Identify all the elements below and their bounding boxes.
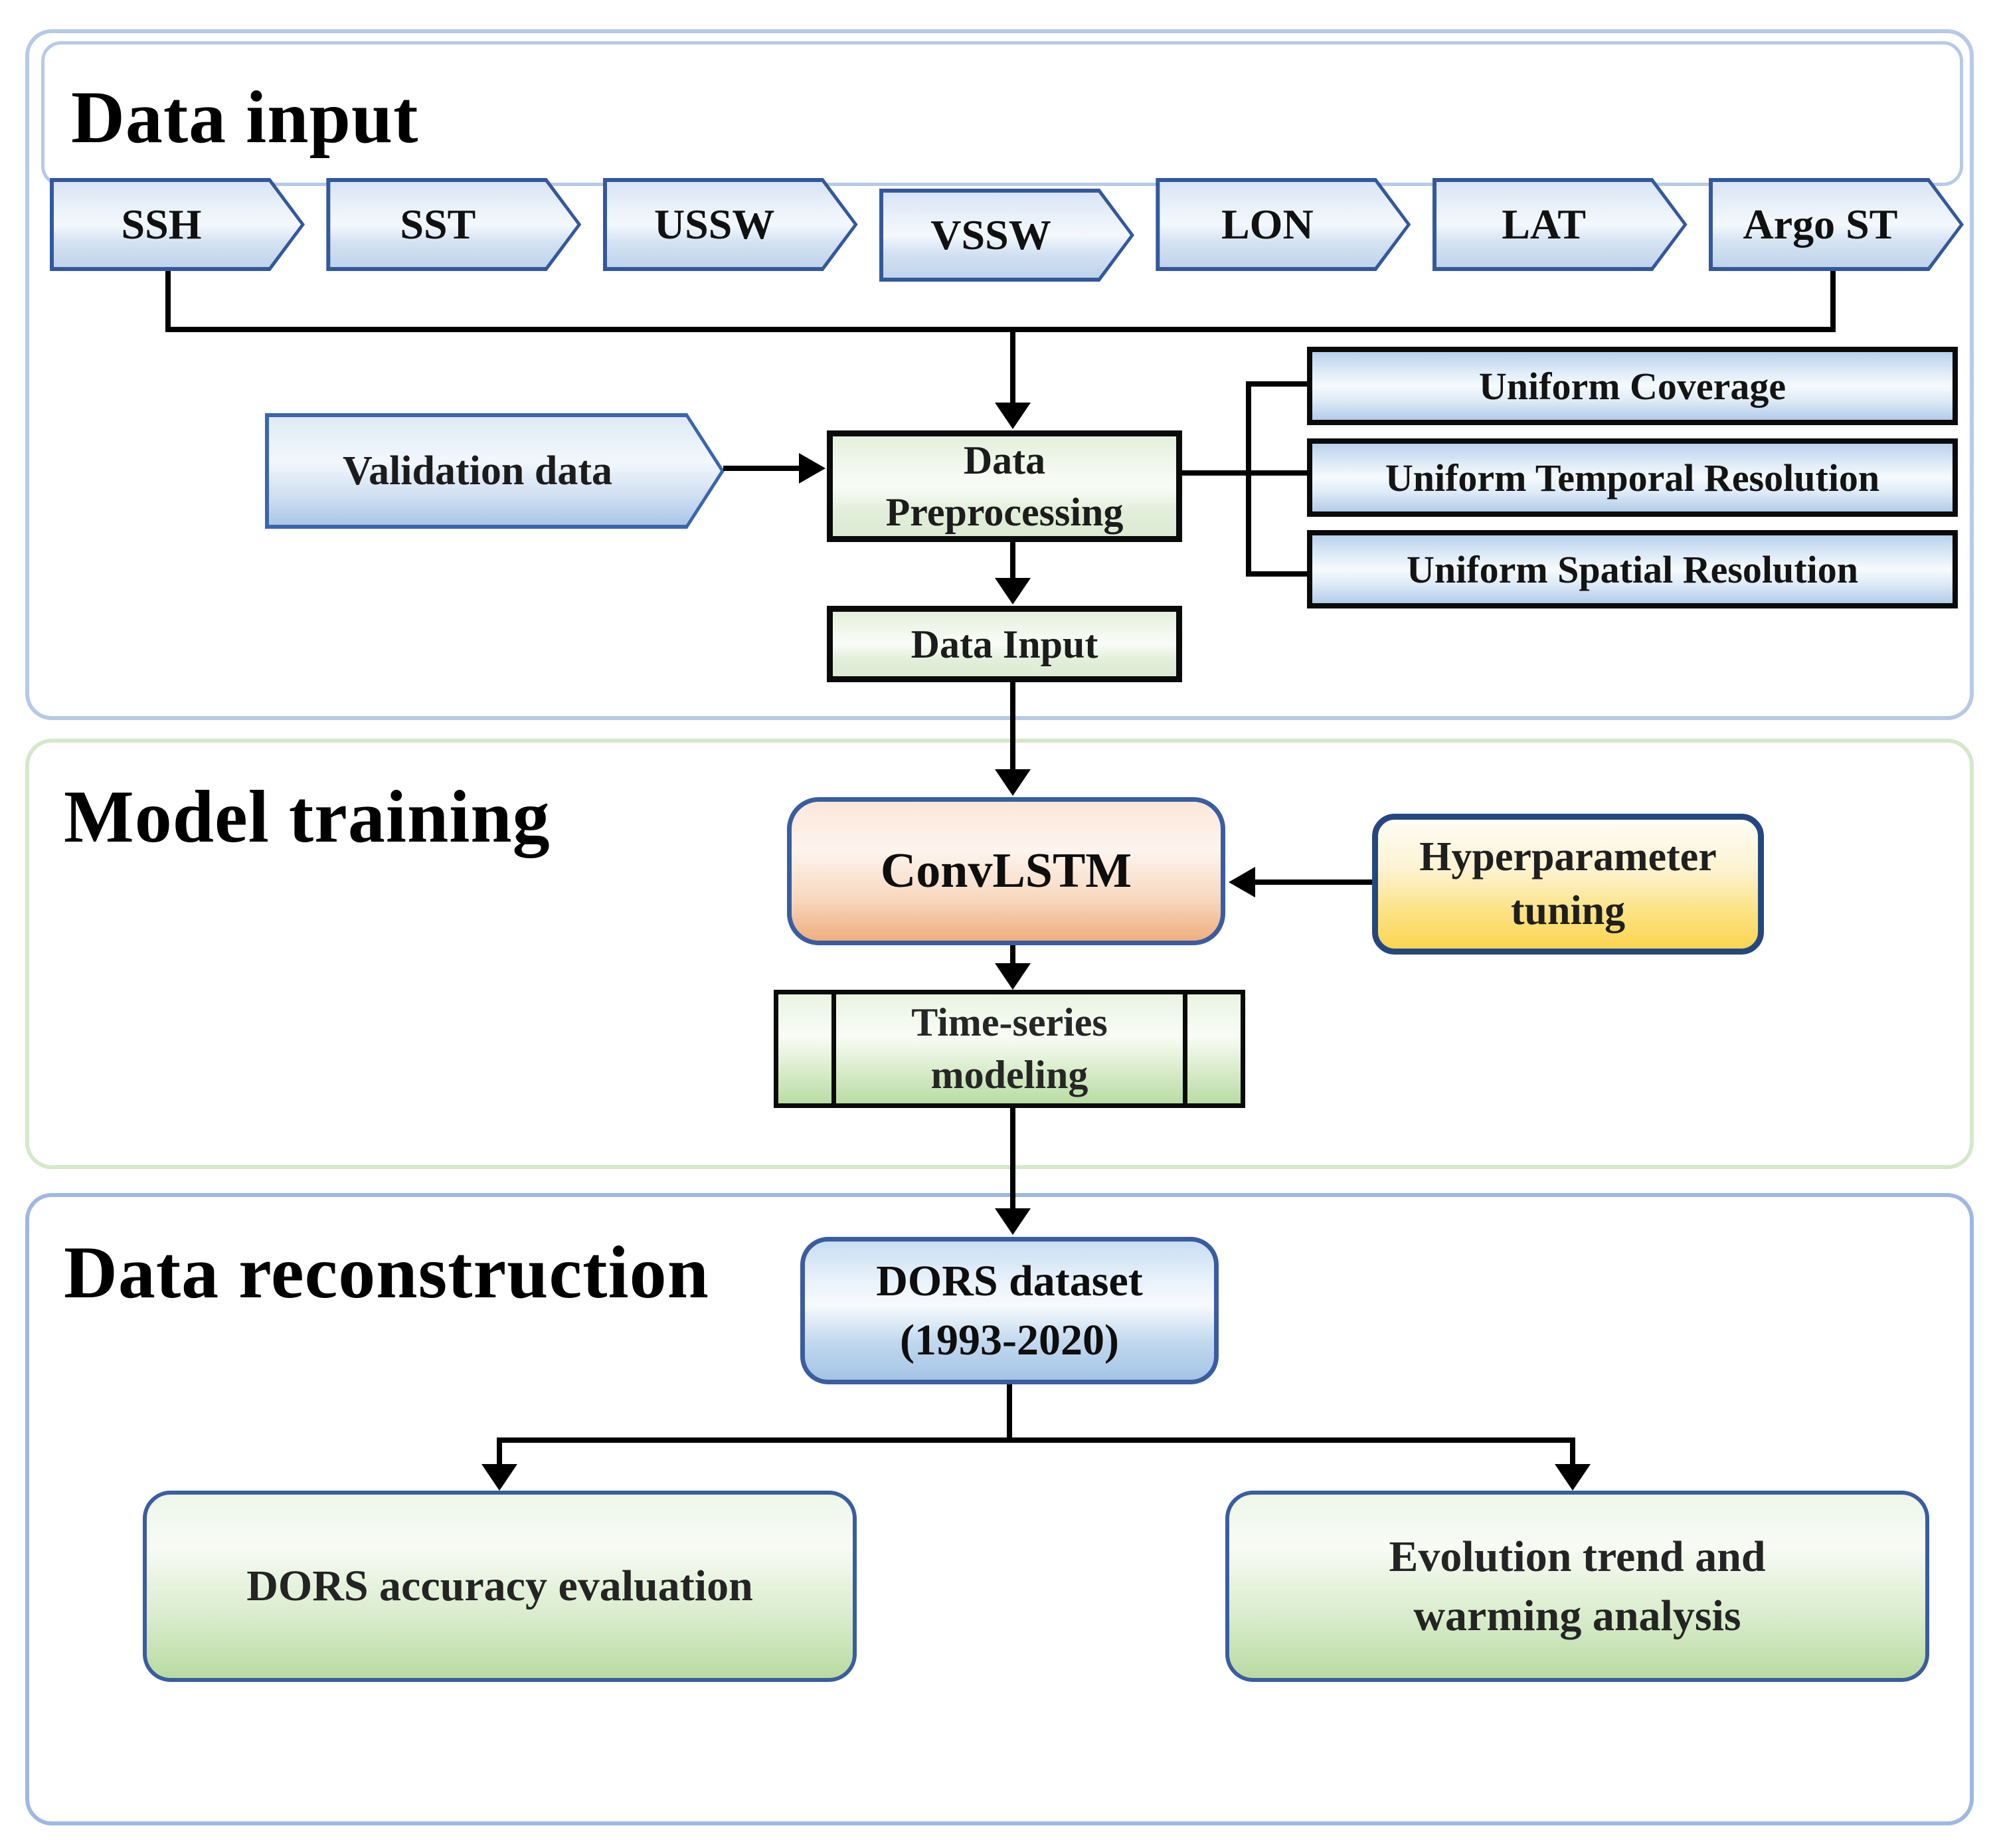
arrow-down-icon	[995, 1208, 1031, 1235]
chevron-fill-shape: LON	[1160, 182, 1407, 267]
chevron-label: LAT	[1502, 201, 1587, 248]
node-label: Uniform Temporal Resolution	[1385, 456, 1880, 500]
node-label: Data Input	[911, 622, 1098, 666]
node-label-line: DORS dataset	[876, 1256, 1143, 1305]
arrow-left-icon	[1229, 867, 1255, 897]
bracket-vertical-line	[1246, 384, 1251, 577]
chevron-fill-shape: SSH	[54, 182, 301, 267]
node-uniform-temporal-resolution: Uniform Temporal Resolution	[1307, 438, 1958, 517]
chevron-label: USSW	[653, 201, 775, 248]
branch-right-drop	[1570, 1437, 1575, 1467]
connector-preprocessing-datainput	[1010, 542, 1015, 581]
predefined-process-bar	[1183, 994, 1187, 1103]
section-title-data-input: Data input	[71, 76, 419, 159]
bracket-bottom-stub	[1246, 571, 1308, 577]
node-label-line: modeling	[930, 1053, 1088, 1097]
node-dors-dataset: DORS dataset (1993-2020)	[800, 1237, 1219, 1384]
connector-dors-branch	[1007, 1384, 1012, 1443]
connector-validation	[723, 466, 804, 471]
node-uniform-spatial-resolution: Uniform Spatial Resolution	[1307, 530, 1958, 608]
node-label-line: Hyperparameter	[1419, 834, 1717, 880]
chevron-label: SST	[400, 201, 476, 248]
arrow-down-icon	[995, 578, 1031, 604]
chevron-fill-shape: VSSW	[883, 193, 1130, 278]
chevron-sst: SST	[326, 178, 581, 271]
bracket-top-stub	[1246, 381, 1308, 387]
chevron-argo-st: Argo ST	[1709, 178, 1964, 271]
chevron-ussw: USSW	[603, 178, 858, 271]
node-hyperparameter-tuning: Hyperparameter tuning	[1372, 814, 1764, 955]
chevron-lon: LON	[1156, 178, 1411, 271]
node-label-line: tuning	[1510, 888, 1626, 933]
chevron-ssh: SSH	[50, 178, 305, 271]
chevron-label: LON	[1221, 201, 1314, 248]
node-data-preprocessing: Data Preprocessing	[827, 430, 1182, 542]
arrow-down-icon	[1555, 1464, 1591, 1491]
chevron-fill-shape: LAT	[1436, 182, 1684, 267]
connector-to-preprocessing	[1010, 327, 1015, 405]
node-label-line: Data	[963, 438, 1046, 482]
chevron-lat: LAT	[1433, 178, 1688, 271]
branch-horizontal-line	[497, 1437, 1575, 1443]
arrow-down-icon	[995, 769, 1031, 796]
node-time-series-modeling: Time-series modeling	[774, 990, 1245, 1108]
validation-label: Validation data	[343, 448, 612, 494]
arrow-down-icon	[995, 963, 1031, 990]
arrow-right-icon	[799, 453, 826, 484]
connector-hyperparameter	[1254, 879, 1372, 885]
node-convlstm: ConvLSTM	[787, 797, 1225, 945]
node-label: Uniform Coverage	[1478, 364, 1786, 408]
chevron-fill-shape: Argo ST	[1713, 182, 1960, 267]
node-dors-accuracy-evaluation: DORS accuracy evaluation	[143, 1491, 857, 1682]
connector-datainput-convlstm	[1010, 682, 1015, 771]
node-label: ConvLSTM	[880, 844, 1132, 898]
node-uniform-coverage: Uniform Coverage	[1307, 347, 1958, 425]
connector-timeseries-dors	[1010, 1108, 1015, 1210]
bracket-main-line	[1182, 470, 1308, 476]
node-label: DORS accuracy evaluation	[246, 1562, 753, 1611]
node-label-line: Time-series	[911, 1000, 1108, 1044]
validation-data-shape: Validation data	[265, 413, 725, 529]
chevron-label: VSSW	[930, 211, 1051, 258]
arrow-down-icon	[995, 403, 1031, 429]
node-label-line: Evolution trend and	[1389, 1532, 1766, 1581]
connector-argo-drop	[1830, 271, 1836, 332]
chevron-label: Argo ST	[1743, 201, 1898, 248]
branch-left-drop	[497, 1437, 502, 1467]
chevron-vssw: VSSW	[879, 189, 1134, 282]
validation-fill-shape: Validation data	[269, 417, 721, 525]
section-title-model-training: Model training	[64, 776, 551, 858]
input-variable-row: SSH SST USSW VSSW LON LAT Argo ST	[50, 178, 1964, 282]
node-data-input: Data Input	[827, 606, 1182, 682]
node-evolution-trend-warming: Evolution trend and warming analysis	[1225, 1491, 1929, 1682]
section-data-input-header: Data input	[41, 41, 1963, 186]
connector-collector-bar	[165, 327, 1836, 332]
node-label-line: warming analysis	[1413, 1592, 1741, 1640]
predefined-process-bar	[831, 994, 836, 1103]
chevron-label: SSH	[121, 201, 202, 248]
arrow-down-icon	[481, 1464, 517, 1491]
chevron-fill-shape: USSW	[607, 182, 854, 267]
node-label: Uniform Spatial Resolution	[1407, 547, 1858, 591]
connector-ssh-drop	[165, 271, 171, 332]
connector-convlstm-timeseries	[1010, 945, 1015, 965]
node-label-line: (1993-2020)	[900, 1316, 1119, 1364]
node-label-line: Preprocessing	[885, 490, 1124, 534]
section-title-data-reconstruction: Data reconstruction	[64, 1232, 709, 1314]
chevron-fill-shape: SST	[330, 182, 577, 267]
